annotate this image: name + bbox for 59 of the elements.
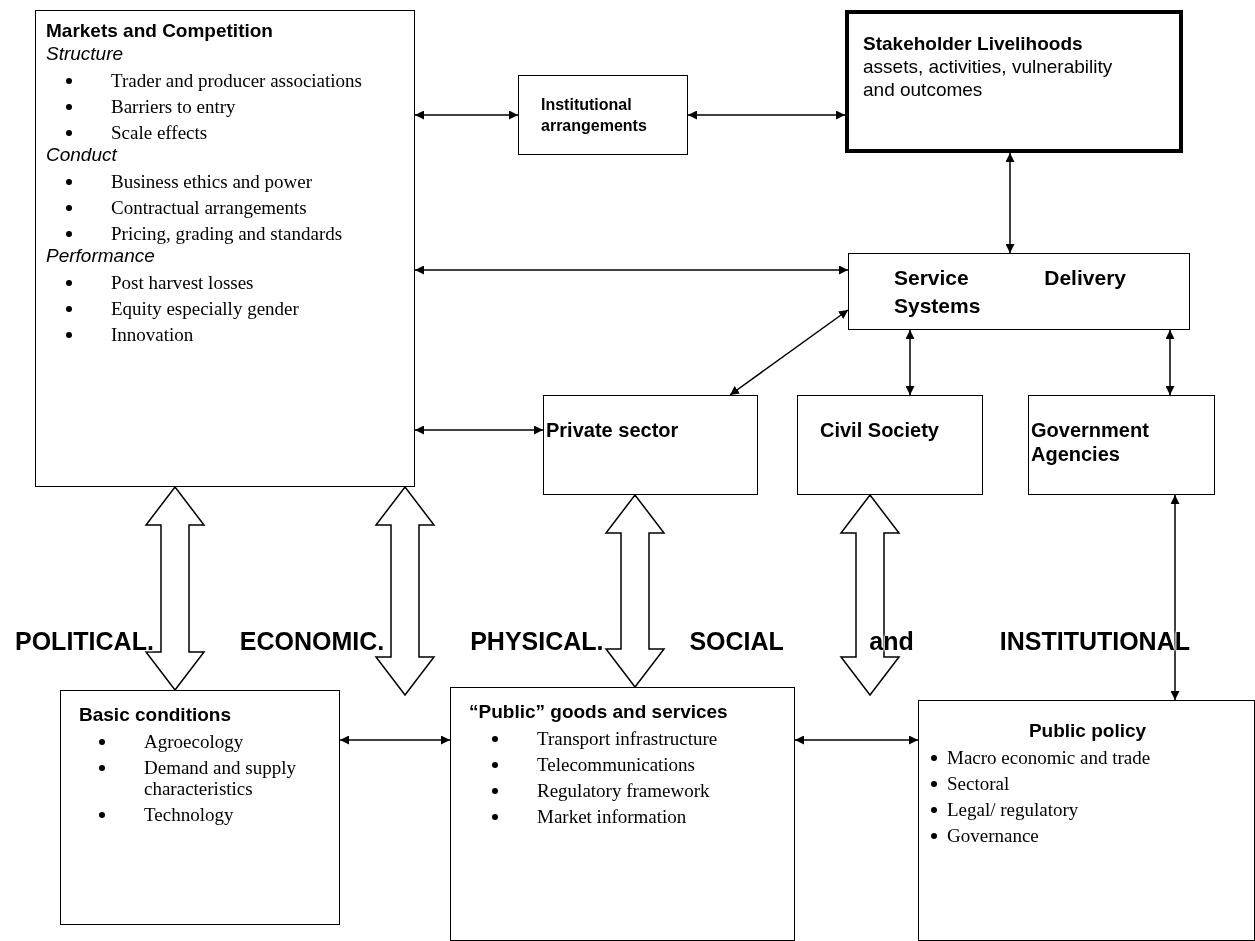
bullet-item: Agroecology: [144, 731, 244, 752]
bullet-item: Trader and producer associations: [111, 70, 362, 91]
box-label: Government Agencies: [1031, 418, 1150, 466]
double-arrow: [414, 110, 519, 120]
bullet-item: Innovation: [111, 324, 194, 345]
process-box: [543, 395, 758, 495]
bullet-item: Barriers to entry: [111, 96, 236, 117]
bullet-item: Scale effects: [111, 122, 208, 143]
box-label: Service Delivery Systems: [894, 265, 1126, 319]
bullet-item: Regulatory framework: [537, 780, 710, 801]
bullet-item: Telecommunications: [537, 754, 695, 775]
bullet-item: Transport infrastructure: [537, 728, 718, 749]
section-heading: Conduct: [46, 143, 119, 166]
double-block-arrow: [374, 485, 436, 697]
conditions-box: [60, 690, 340, 925]
bullet-item: Macro economic and trade: [947, 747, 1151, 768]
box-heading: Markets and Competition: [46, 19, 274, 42]
box-heading: Stakeholder Livelihoods: [863, 32, 1084, 55]
bullet-item: Sectoral: [947, 773, 1010, 794]
double-arrow: [905, 329, 915, 396]
box-heading: “Public” goods and services: [469, 700, 729, 723]
policy-box: [918, 700, 1255, 941]
process-box: [518, 75, 688, 155]
box-label: Private sector: [546, 418, 680, 442]
bullet-item: Pricing, grading and standards: [111, 223, 343, 244]
bullet-item: Contractual arrangements: [111, 197, 307, 218]
box-heading: Basic conditions: [79, 703, 233, 726]
bullet-item: Governance: [947, 825, 1039, 846]
double-arrow: [729, 309, 849, 396]
double-arrow: [1005, 152, 1015, 254]
box-heading: Public policy: [1027, 719, 1148, 742]
process-box: [1028, 395, 1215, 495]
double-arrow: [794, 735, 919, 745]
bullet-item: Technology: [144, 804, 234, 825]
double-arrow: [1170, 494, 1180, 701]
section-heading: Performance: [46, 244, 156, 267]
double-arrow: [687, 110, 846, 120]
double-arrow: [414, 425, 544, 435]
process-box: [848, 253, 1190, 330]
box-text: assets, activities, vulnerability and outcomes: [863, 55, 1114, 101]
bullet-item: Legal/ regulatory: [947, 799, 1079, 820]
bullet-item: Equity especially gender: [111, 298, 299, 319]
double-arrow: [414, 265, 849, 275]
double-arrow: [1165, 329, 1175, 396]
services-box: [450, 687, 795, 941]
double-block-arrow: [604, 493, 666, 689]
bullet-item: Post harvest losses: [111, 272, 254, 293]
box-label: Civil Society: [820, 418, 940, 442]
section-heading: Structure: [46, 42, 125, 65]
process-box: [797, 395, 983, 495]
box-label: Institutional arrangements: [541, 95, 648, 136]
double-arrow: [339, 735, 451, 745]
livelihoods-box: [845, 10, 1183, 153]
bullet-item: Business ethics and power: [111, 171, 313, 192]
double-block-arrow: [144, 485, 206, 692]
markets-box: [35, 10, 415, 487]
bullet-item: Demand and supply characteristics: [144, 757, 296, 799]
bullet-item: Market information: [537, 806, 687, 827]
double-block-arrow: [839, 493, 901, 697]
